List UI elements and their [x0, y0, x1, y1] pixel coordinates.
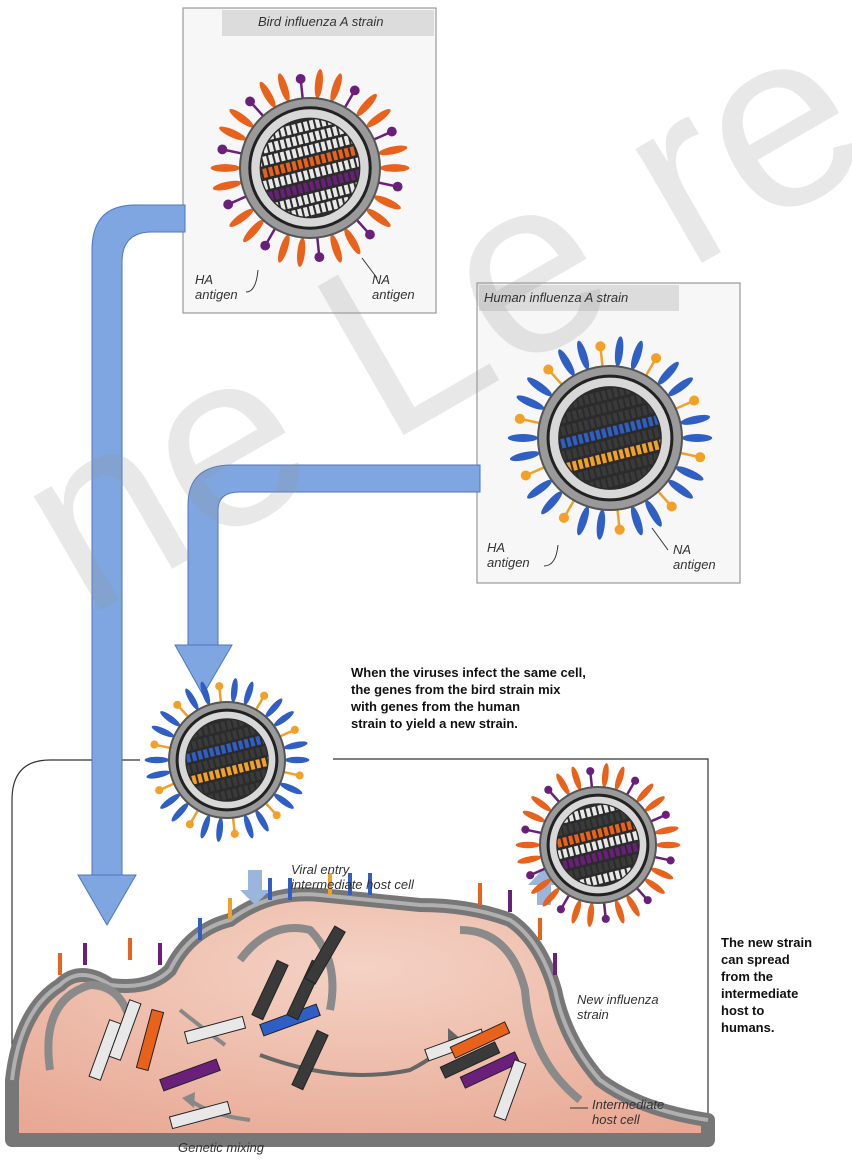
viral-entry-label: Viral entry intermediate host cell: [291, 862, 414, 892]
intermediate-host-label: Intermediate host cell: [592, 1097, 664, 1127]
genetic-mixing-label: Genetic mixing: [178, 1140, 264, 1155]
mixing-caption: When the viruses infect the same cell, t…: [351, 664, 586, 732]
bird-na-label: NA antigen: [372, 272, 415, 302]
bird-ha-label: HA antigen: [195, 272, 238, 302]
spread-caption: The new strain can spread from the inter…: [721, 934, 812, 1036]
human-na-label: NA antigen: [673, 542, 716, 572]
human-ha-label: HA antigen: [487, 540, 530, 570]
new-strain-label: New influenza strain: [577, 992, 659, 1022]
human-panel-title: Human influenza A strain: [484, 290, 628, 305]
bird-panel-title: Bird influenza A strain: [258, 14, 384, 29]
